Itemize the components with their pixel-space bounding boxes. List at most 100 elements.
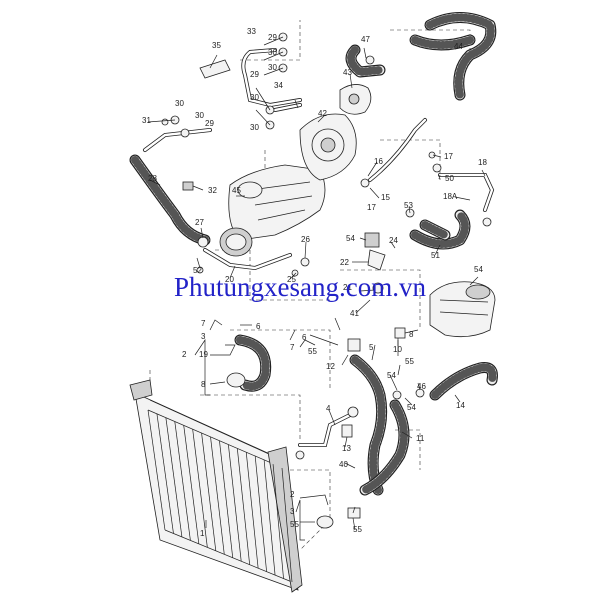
part-label: 12 (326, 362, 335, 371)
part-label: 21 (343, 283, 352, 292)
part-label: 24 (389, 236, 398, 245)
hose-44b (409, 34, 476, 51)
part-label: 4 (326, 404, 331, 413)
part-label: 27 (195, 218, 204, 227)
part-label: 6 (256, 322, 261, 331)
callout-leaders (147, 36, 486, 541)
part-label: 28 (148, 174, 157, 183)
part-label: 30 (268, 63, 277, 72)
part-label: 55 (290, 520, 299, 529)
part-label: 44 (454, 42, 463, 51)
part-label: 20 (225, 275, 234, 284)
pipe-14 (298, 413, 352, 447)
expansion-part-35 (199, 59, 231, 79)
part-label: 30 (195, 111, 204, 120)
part-label: 34 (274, 81, 283, 90)
part-label: 55 (308, 347, 317, 356)
part-label: 25 (287, 275, 296, 284)
radiator-fin (165, 417, 183, 537)
part-label: 52 (193, 266, 202, 275)
radiator-fin (281, 467, 293, 583)
part-label: 5 (369, 343, 374, 352)
radiator-fin (245, 452, 259, 569)
radiator-fin (156, 413, 174, 534)
pipe-18 (438, 173, 495, 212)
radiator-fin (201, 433, 217, 551)
part-label: 30 (250, 123, 259, 132)
part-label: 29 (250, 70, 259, 79)
hose-53 (419, 219, 451, 241)
radiator-fin (236, 448, 251, 565)
part-label: 11 (416, 434, 425, 443)
hose-19 (234, 334, 272, 392)
part-label: 18 (478, 158, 487, 167)
part-label: 42 (318, 109, 327, 118)
part-label: 17 (367, 203, 376, 212)
part-label: 18A (443, 192, 458, 201)
radiator-fin (183, 425, 200, 544)
part-label: 46 (417, 382, 426, 391)
radiator-fin (219, 440, 234, 558)
part-label: 15 (381, 193, 390, 202)
part-label: 55 (353, 525, 362, 534)
radiator-fin (147, 409, 166, 531)
hose-13 (359, 399, 410, 496)
part-label: 54 (387, 371, 396, 380)
part-label: 1 (200, 529, 205, 538)
part-label: 30 (175, 99, 184, 108)
part-label: 17 (444, 152, 453, 161)
part-label: 41 (350, 309, 359, 318)
hose-24 (409, 209, 471, 250)
part-label: 7 (290, 343, 295, 352)
part-label: 2 (182, 350, 187, 359)
hose-44 (424, 12, 497, 101)
hoses (129, 12, 498, 496)
part-label: 3 (201, 332, 206, 341)
radiator-fin (192, 429, 208, 548)
part-label: 50 (445, 174, 454, 183)
pipe-left (143, 128, 212, 152)
hose--top (345, 44, 386, 78)
auxiliary-pump (429, 281, 496, 338)
watermark: Phutungxesang.com.vn (174, 272, 426, 302)
thermostat-housing (339, 84, 372, 115)
part-label: 14 (456, 401, 465, 410)
part-label: 47 (361, 35, 370, 44)
pipe-25 (203, 248, 292, 271)
part-label: 3 (290, 507, 295, 516)
part-label: 54 (346, 234, 355, 243)
part-number-labels: 3533293030293430303130302932284542474344… (142, 27, 487, 538)
part-label: 22 (340, 258, 349, 267)
part-label: 30 (268, 48, 277, 57)
part-label: 55 (405, 357, 414, 366)
coolant-pump (299, 113, 357, 181)
radiator (129, 379, 303, 593)
part-label: 29 (268, 33, 277, 42)
radiator-fin (210, 437, 225, 555)
part-label: 33 (247, 27, 256, 36)
part-label: 8 (201, 380, 206, 389)
part-label: 53 (404, 201, 413, 210)
radiator-fin (272, 464, 284, 579)
part-label: 19 (199, 350, 208, 359)
radiator-fin (228, 444, 242, 562)
turbocharger (219, 164, 326, 257)
part-label: 2 (290, 490, 295, 499)
part-label: 10 (393, 345, 402, 354)
part-label: 40 (339, 460, 348, 469)
part-label: 45 (232, 186, 241, 195)
part-label: 29 (205, 119, 214, 128)
part-label: 8 (409, 330, 414, 339)
part-label: 13 (342, 444, 351, 453)
part-label: 35 (212, 41, 221, 50)
part-label: 7 (201, 319, 206, 328)
hose-12 (349, 354, 388, 496)
part-label: 26 (301, 235, 310, 244)
part-label: 54 (474, 265, 483, 274)
part-label: 30 (250, 93, 259, 102)
radiator-fin (174, 421, 191, 541)
radiator-fin (263, 460, 276, 576)
pipes (143, 48, 495, 447)
